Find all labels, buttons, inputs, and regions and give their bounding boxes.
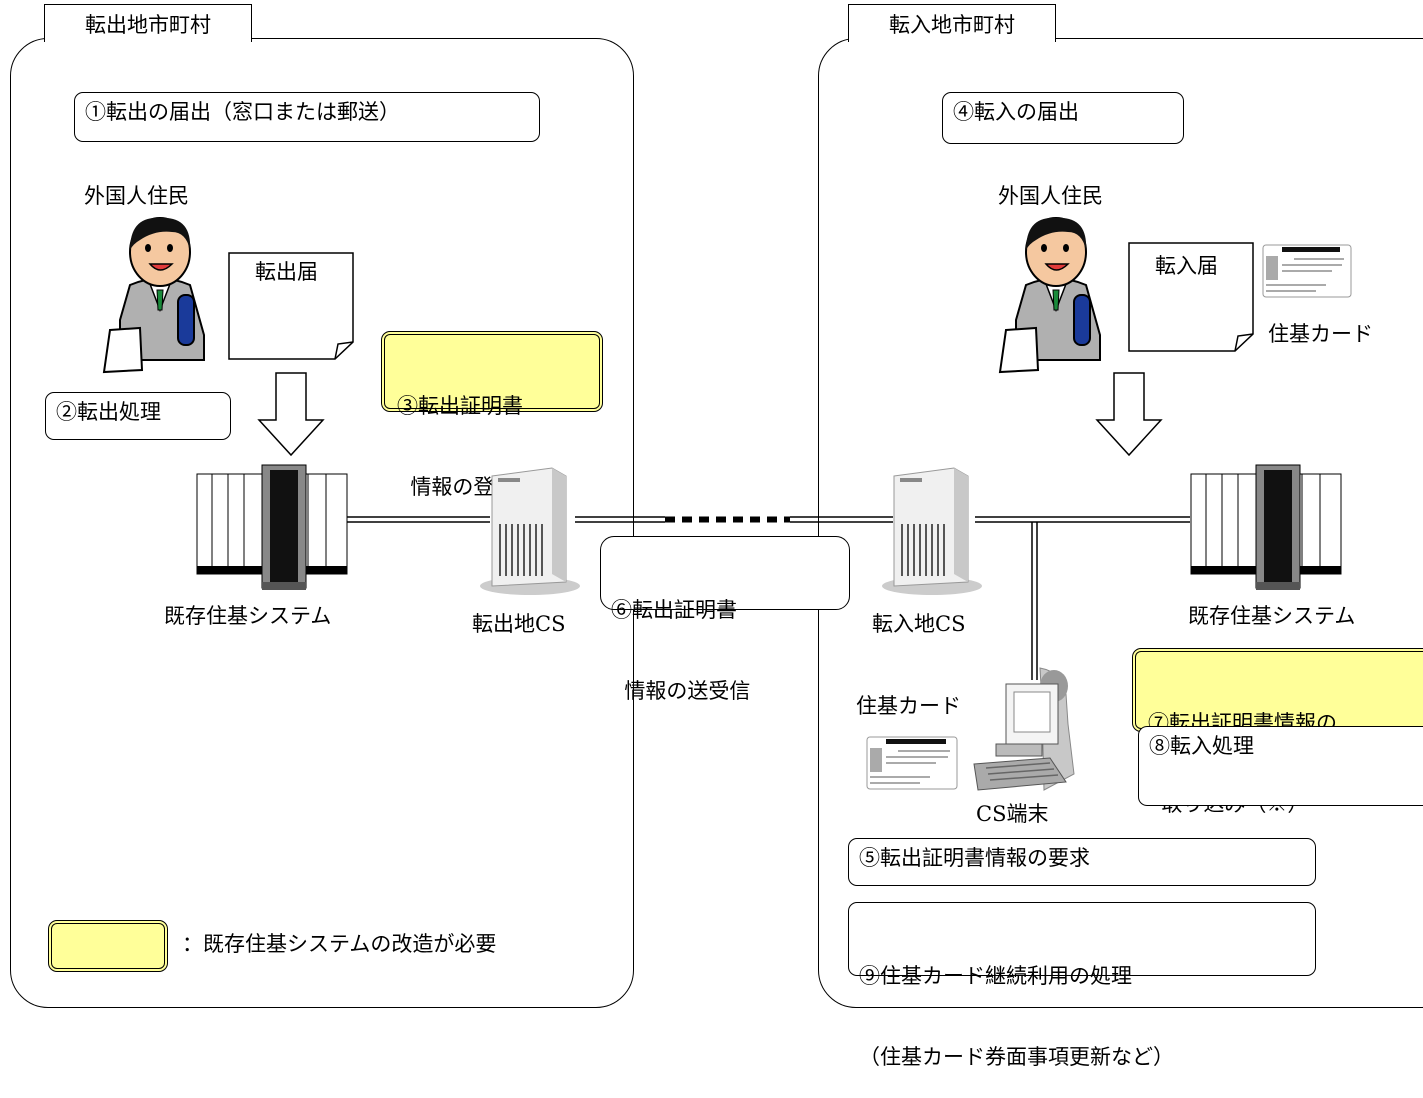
step6-line2: 情報の送受信 — [611, 679, 751, 703]
step7-certificate-import: ⑦転出証明書情報の 取り込み（※） — [1132, 648, 1423, 816]
existing-system-server-icon-right — [1190, 464, 1342, 590]
resident-card-label-2: 住基カード — [856, 694, 961, 718]
legend-text: ：既存住基システムの改造が必要 — [182, 932, 497, 956]
document-icon — [228, 252, 354, 360]
down-arrow-icon-right — [1095, 372, 1163, 457]
step8-move-in-processing: ⑧転入処理 — [1138, 726, 1423, 806]
step9-line1: ⑨住基カード継続利用の処理 — [859, 964, 1132, 988]
legend-swatch — [48, 920, 168, 972]
step9-card-continued-use: ⑨住基カード継続利用の処理 （住基カード券面事項更新など） — [848, 902, 1316, 1069]
move-out-form-label: 転出届 — [255, 260, 318, 284]
existing-system-label-right: 既存住基システム — [1188, 604, 1356, 628]
step6-line1: ⑥転出証明書 — [611, 598, 737, 622]
destination-cs-server-icon — [882, 467, 982, 595]
step1-move-out-notification: ①転出の届出（窓口または郵送） — [74, 92, 540, 142]
step6-certificate-transmission: ⑥転出証明書 情報の送受信 — [600, 536, 850, 703]
resident-person-icon — [102, 217, 205, 374]
origin-cs-label: 転出地CS — [472, 612, 566, 636]
resident-card-icon-2 — [866, 736, 958, 790]
network-lines — [345, 516, 1190, 680]
document-icon-right — [1128, 242, 1254, 352]
foreign-resident-label: 外国人住民 — [84, 184, 189, 208]
step2-move-out-processing: ②転出処理 — [45, 392, 231, 440]
origin-municipality-tab: 転出地市町村 — [44, 4, 252, 42]
existing-system-label-left: 既存住基システム — [164, 604, 332, 628]
resident-person-icon-right — [998, 217, 1101, 374]
origin-cs-server-icon — [480, 467, 580, 595]
cs-terminal-icon — [973, 667, 1075, 791]
step9-line2: （住基カード券面事項更新など） — [859, 1045, 1174, 1069]
destination-municipality-tab: 転入地市町村 — [848, 4, 1056, 42]
cs-terminal-label: CS端末 — [976, 802, 1049, 826]
step5-certificate-request: ⑤転出証明書情報の要求 — [848, 838, 1316, 886]
step3-line1: ③転出証明書 — [397, 394, 523, 418]
down-arrow-icon — [257, 372, 325, 457]
foreign-resident-label-right: 外国人住民 — [998, 184, 1103, 208]
existing-system-server-icon — [196, 464, 348, 590]
move-in-form-label: 転入届 — [1155, 254, 1218, 278]
resident-card-label: 住基カード — [1268, 322, 1373, 346]
step4-move-in-notification: ④転入の届出 — [942, 92, 1184, 144]
destination-cs-label: 転入地CS — [872, 612, 966, 636]
step3-certificate-registration: ③転出証明書 情報の登録 — [381, 331, 603, 499]
resident-card-icon — [1262, 244, 1352, 298]
